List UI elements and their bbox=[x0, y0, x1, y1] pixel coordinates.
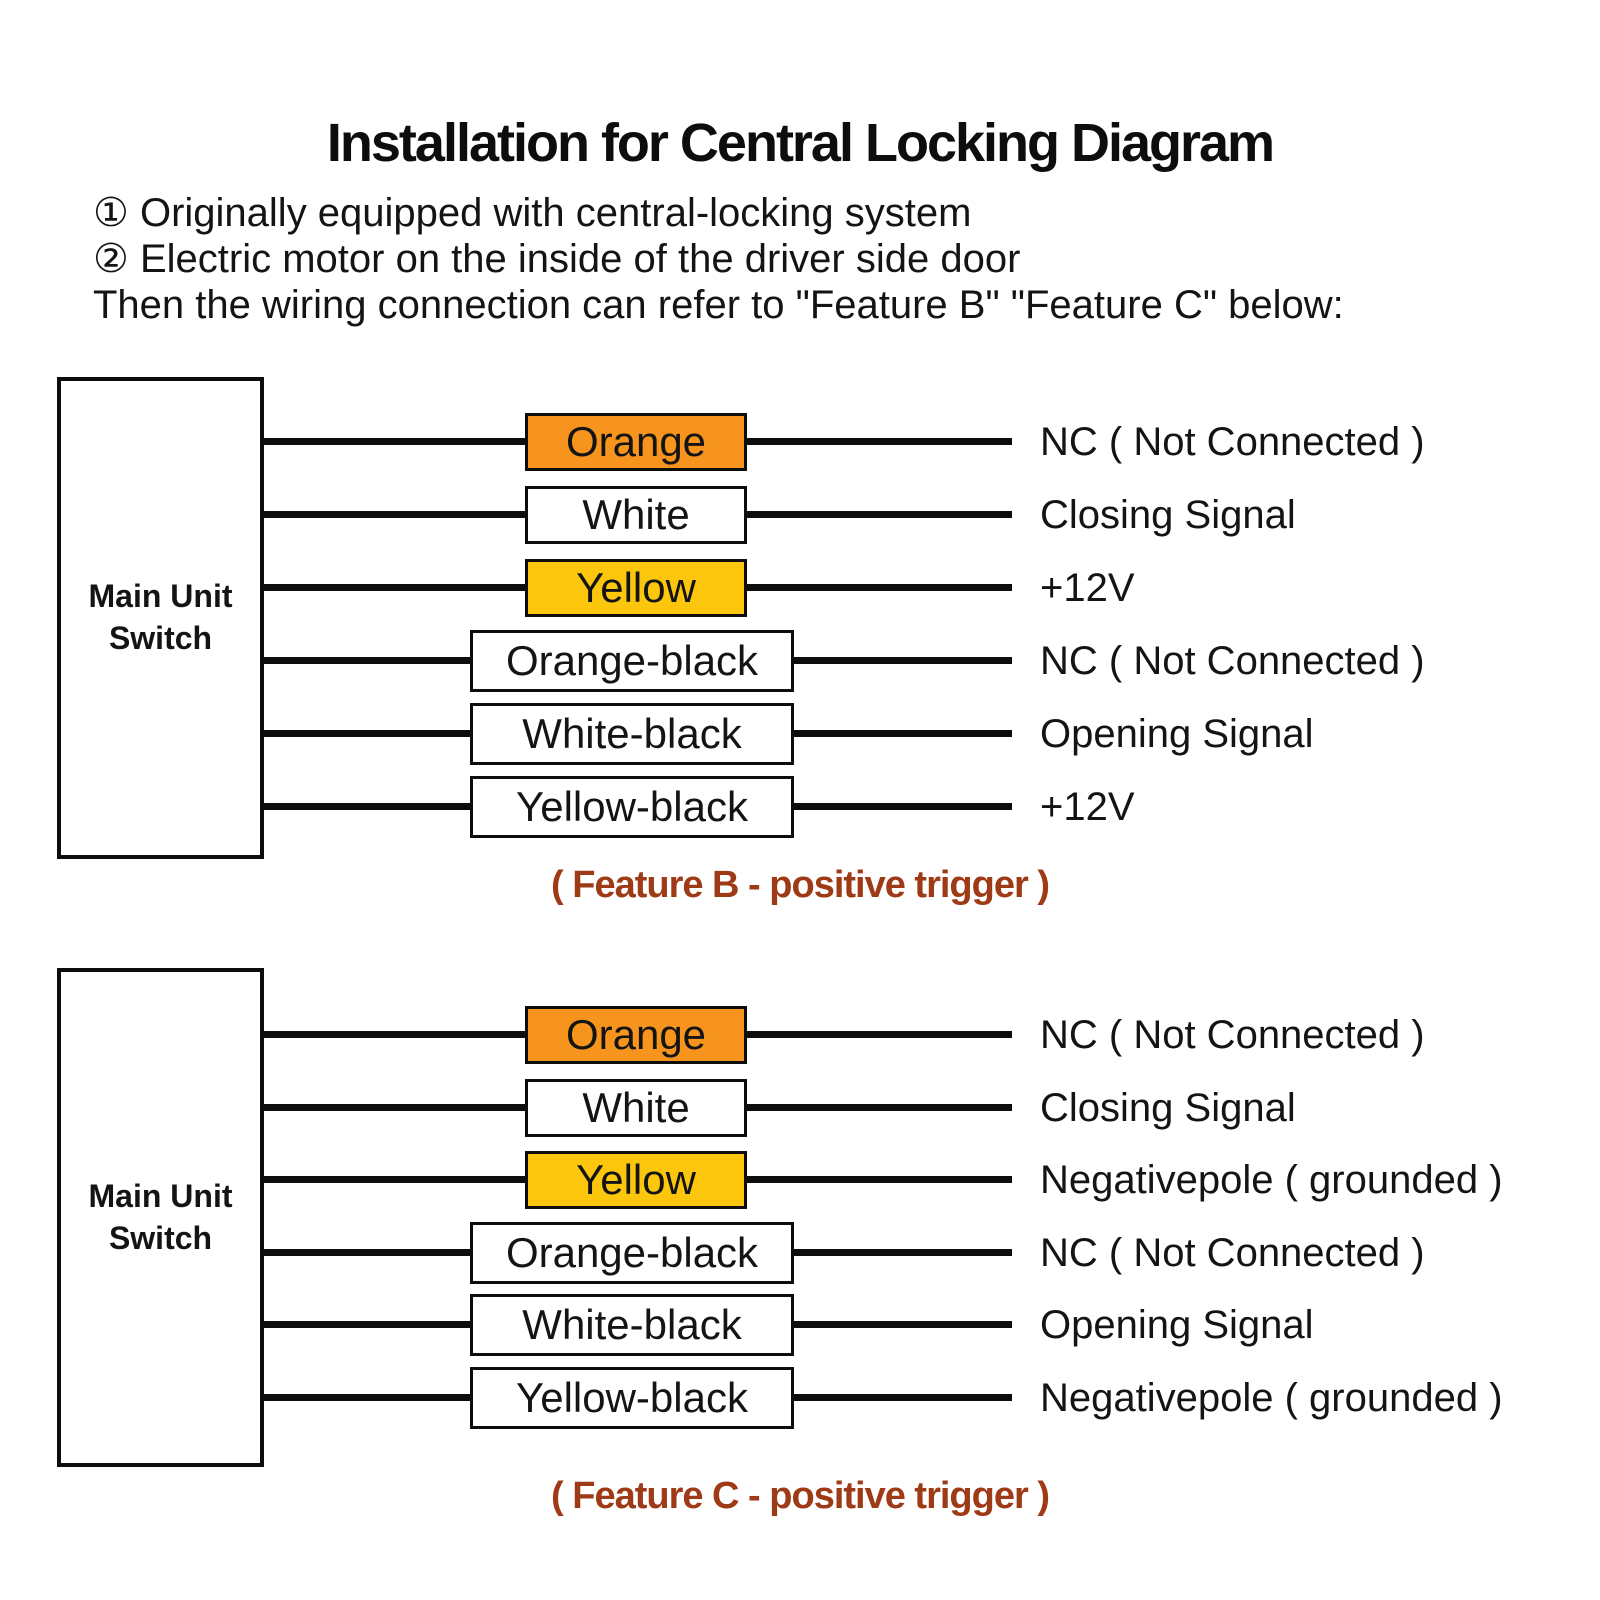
feature-b-wire-label-orange: Orange bbox=[565, 418, 707, 465]
feature-b-signal-label-6: +12V bbox=[1040, 785, 1135, 829]
feature-c-wire-box-white: White bbox=[525, 1079, 747, 1137]
feature-b-main-unit-switch-box: Main Unit Switch bbox=[57, 377, 264, 859]
feature-b-switch-label-line-1: Main Unit bbox=[88, 578, 233, 615]
feature-b-wire-yellow-black-right-segment bbox=[794, 803, 1012, 810]
feature-c-wire-orange-right-segment bbox=[747, 1031, 1012, 1038]
feature-b-wire-box-white-black: White-black bbox=[470, 703, 794, 765]
feature-b-wire-orange-black-right-segment bbox=[794, 657, 1012, 664]
feature-c-wire-orange-black-left-segment bbox=[264, 1249, 470, 1256]
feature-b-signal-label-5: Opening Signal bbox=[1040, 712, 1314, 756]
feature-c-signal-label-5: Opening Signal bbox=[1040, 1303, 1314, 1347]
note-line-3: Then the wiring connection can refer to … bbox=[93, 283, 1344, 327]
feature-b-wire-label-orange-black: Orange-black bbox=[505, 637, 759, 684]
feature-c-wire-yellow-left-segment bbox=[264, 1176, 525, 1183]
feature-c-wire-box-white-black: White-black bbox=[470, 1294, 794, 1356]
feature-c-signal-label-4: NC ( Not Connected ) bbox=[1040, 1231, 1425, 1275]
feature-c-wire-white-black-left-segment bbox=[264, 1321, 470, 1328]
page-title: Installation for Central Locking Diagram bbox=[326, 113, 1275, 173]
feature-c-wire-label-yellow-black: Yellow-black bbox=[516, 1374, 748, 1421]
feature-c-wire-label-white-black: White-black bbox=[522, 1301, 742, 1348]
feature-b-wire-yellow-black-left-segment bbox=[264, 803, 470, 810]
feature-c-wire-label-white: White bbox=[582, 1084, 690, 1131]
feature-c-signal-label-2: Closing Signal bbox=[1040, 1086, 1296, 1130]
feature-c-wire-label-yellow: Yellow bbox=[576, 1156, 696, 1203]
feature-b-wire-box-orange-black: Orange-black bbox=[470, 630, 794, 692]
feature-b-wire-orange-right-segment bbox=[747, 438, 1012, 445]
feature-c-wire-yellow-right-segment bbox=[747, 1176, 1012, 1183]
note-line-1: ① Originally equipped with central-locki… bbox=[93, 191, 972, 235]
note-line-2: ② Electric motor on the inside of the dr… bbox=[93, 237, 1021, 281]
feature-b-wire-box-yellow: Yellow bbox=[525, 559, 747, 617]
feature-b-signal-label-4: NC ( Not Connected ) bbox=[1040, 639, 1425, 683]
feature-c-switch-label-line-2: Switch bbox=[108, 1219, 213, 1256]
feature-b-wire-orange-left-segment bbox=[264, 438, 525, 445]
feature-b-signal-label-1: NC ( Not Connected ) bbox=[1040, 420, 1425, 464]
feature-b-caption: ( Feature B - positive trigger ) bbox=[551, 864, 1050, 906]
feature-c-wire-white-black-right-segment bbox=[794, 1321, 1012, 1328]
feature-b-wire-yellow-left-segment bbox=[264, 584, 525, 591]
feature-c-switch-label-line-1: Main Unit bbox=[88, 1177, 233, 1214]
feature-c-wire-label-orange: Orange bbox=[565, 1011, 707, 1058]
feature-c-wire-orange-left-segment bbox=[264, 1031, 525, 1038]
feature-b-wire-white-black-right-segment bbox=[794, 730, 1012, 737]
feature-c-wire-box-yellow-black: Yellow-black bbox=[470, 1367, 794, 1429]
feature-c-wire-box-orange: Orange bbox=[525, 1006, 747, 1064]
feature-c-wire-yellow-black-left-segment bbox=[264, 1394, 470, 1401]
feature-b-wire-box-orange: Orange bbox=[525, 413, 747, 471]
feature-b-wire-label-white: White bbox=[582, 491, 690, 538]
feature-c-wire-box-orange-black: Orange-black bbox=[470, 1222, 794, 1284]
feature-c-wire-box-yellow: Yellow bbox=[525, 1151, 747, 1209]
notes-block: ① Originally equipped with central-locki… bbox=[93, 190, 1344, 328]
feature-b-wire-label-white-black: White-black bbox=[522, 710, 742, 757]
feature-c-signal-label-3: Negativepole ( grounded ) bbox=[1040, 1158, 1503, 1202]
feature-b-switch-label-line-2: Switch bbox=[108, 620, 213, 656]
feature-b-wire-orange-black-left-segment bbox=[264, 657, 470, 664]
feature-b-signal-label-3: +12V bbox=[1040, 566, 1135, 610]
feature-c-signal-label-6: Negativepole ( grounded ) bbox=[1040, 1376, 1503, 1420]
feature-c-wire-orange-black-right-segment bbox=[794, 1249, 1012, 1256]
feature-b-wire-box-yellow-black: Yellow-black bbox=[470, 776, 794, 838]
feature-b-wire-yellow-right-segment bbox=[747, 584, 1012, 591]
feature-b-signal-label-2: Closing Signal bbox=[1040, 493, 1296, 537]
feature-c-signal-label-1: NC ( Not Connected ) bbox=[1040, 1013, 1425, 1057]
feature-c-wire-label-orange-black: Orange-black bbox=[505, 1229, 759, 1276]
feature-b-wire-white-left-segment bbox=[264, 511, 525, 518]
feature-c-wire-white-right-segment bbox=[747, 1104, 1012, 1111]
feature-c-caption: ( Feature C - positive trigger ) bbox=[551, 1475, 1050, 1517]
feature-c-wire-white-left-segment bbox=[264, 1104, 525, 1111]
feature-b-wire-box-white: White bbox=[525, 486, 747, 544]
feature-c-main-unit-switch-box: Main Unit Switch bbox=[57, 968, 264, 1467]
feature-b-wire-white-right-segment bbox=[747, 511, 1012, 518]
feature-c-wire-yellow-black-right-segment bbox=[794, 1394, 1012, 1401]
feature-b-wire-label-yellow: Yellow bbox=[576, 564, 696, 611]
feature-b-wire-label-yellow-black: Yellow-black bbox=[516, 783, 748, 830]
feature-b-wire-white-black-left-segment bbox=[264, 730, 470, 737]
